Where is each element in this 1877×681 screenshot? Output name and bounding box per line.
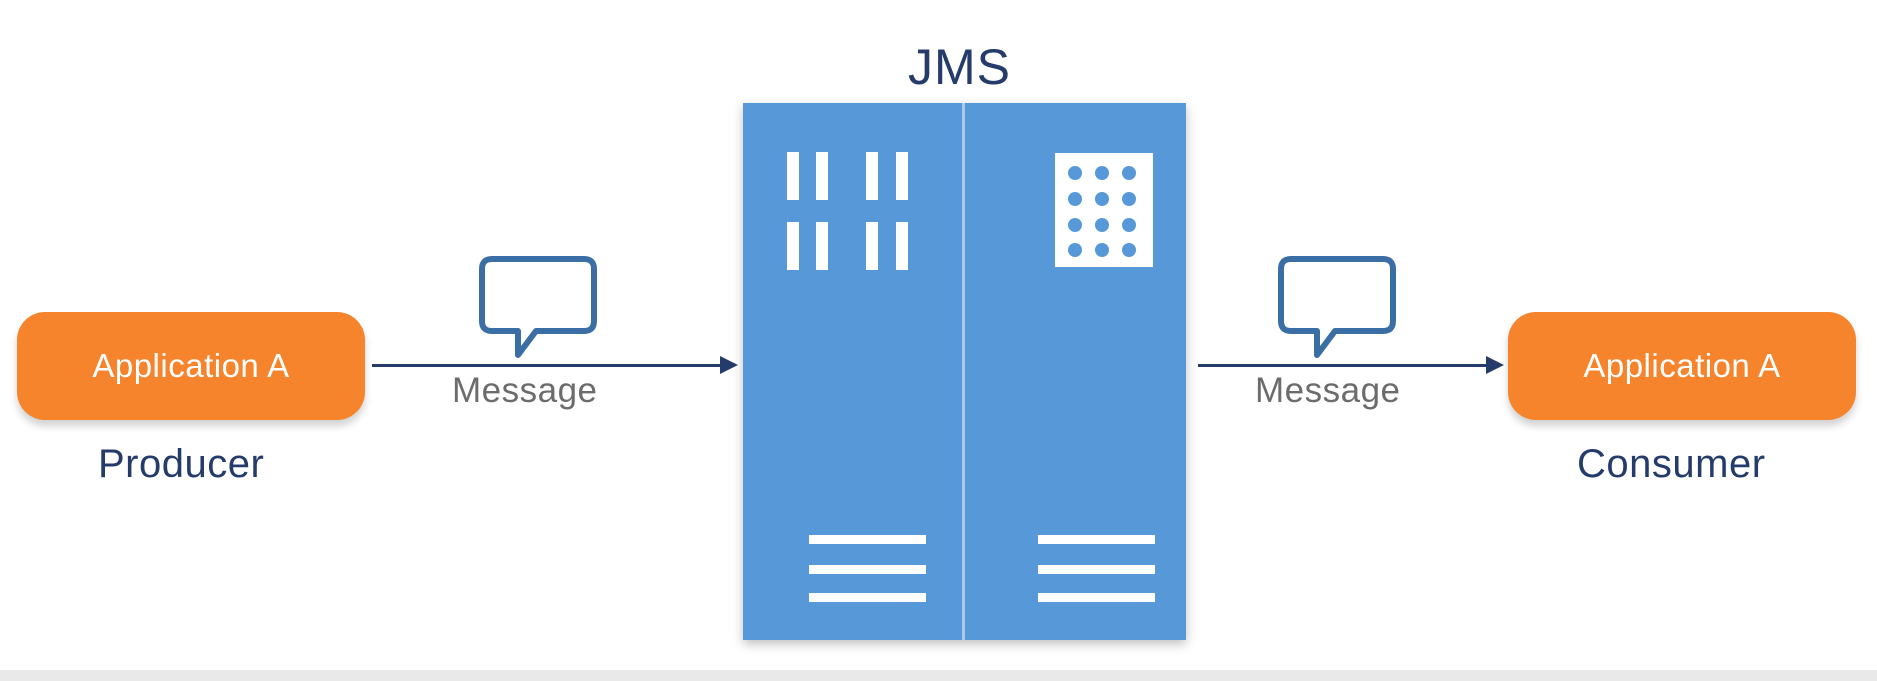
dot (1122, 166, 1136, 180)
dot (1068, 192, 1082, 206)
vent-slot (787, 152, 799, 200)
consumer-message-label: Message (1255, 371, 1401, 410)
jms-to-consumer-arrowhead-icon (1486, 356, 1504, 374)
bottom-strip (0, 670, 1877, 681)
rack-line (809, 565, 926, 574)
rack-line (809, 535, 926, 544)
dot (1068, 166, 1082, 180)
vent-slot (866, 152, 878, 200)
rack-line (1038, 535, 1155, 544)
speech-bubble-icon (1278, 256, 1396, 358)
jms-to-consumer-arrow-line (1198, 364, 1488, 367)
producer-application-box: Application A (17, 312, 365, 420)
vent-slot (896, 222, 908, 270)
dot (1095, 192, 1109, 206)
dot (1095, 218, 1109, 232)
producer-application-label: Application A (92, 347, 290, 384)
dot-grid-icon (1055, 153, 1153, 267)
jms-server-left-panel (743, 103, 963, 640)
vent-slot (816, 222, 828, 270)
rack-line (1038, 565, 1155, 574)
vent-slot (816, 152, 828, 200)
vent-slot (866, 222, 878, 270)
jms-server-divider (962, 103, 965, 640)
speech-bubble-icon (479, 256, 597, 358)
producer-to-jms-arrowhead-icon (720, 356, 738, 374)
dot (1095, 166, 1109, 180)
vent-slot (787, 222, 799, 270)
rack-line (809, 593, 926, 602)
dot (1068, 243, 1082, 257)
dot (1122, 192, 1136, 206)
dot (1122, 243, 1136, 257)
dot (1068, 218, 1082, 232)
dot (1122, 218, 1136, 232)
consumer-role-label: Consumer (1577, 442, 1766, 486)
producer-message-label: Message (452, 371, 598, 410)
producer-to-jms-arrow-line (372, 364, 722, 367)
rack-line (1038, 593, 1155, 602)
dot (1095, 243, 1109, 257)
consumer-application-label: Application A (1583, 347, 1781, 384)
vent-slot (896, 152, 908, 200)
producer-role-label: Producer (98, 442, 265, 486)
consumer-application-box: Application A (1508, 312, 1856, 420)
jms-title: JMS (908, 39, 1011, 95)
